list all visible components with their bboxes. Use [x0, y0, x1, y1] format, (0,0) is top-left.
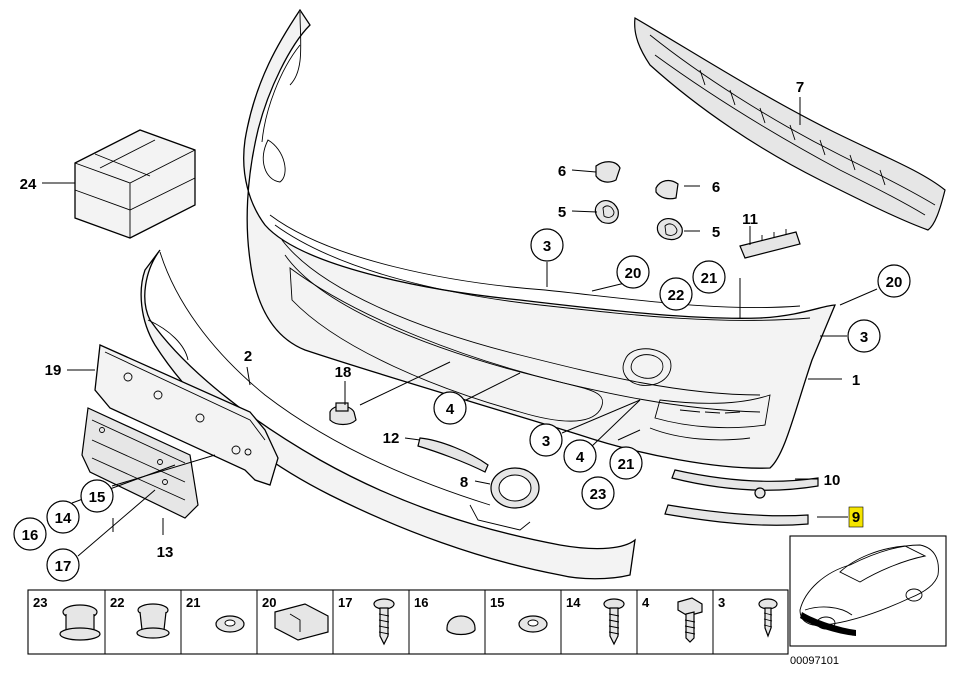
callout-4b: 4	[576, 449, 585, 466]
callout-17: 17	[55, 558, 72, 575]
callout-19: 19	[45, 362, 62, 379]
washer-small-icon	[518, 615, 548, 633]
clip-nut-icon	[274, 603, 329, 641]
callout-1: 1	[852, 372, 860, 389]
diagram-code: 00097101	[790, 655, 839, 667]
callout-21a: 21	[701, 270, 718, 287]
gasket-part-b[interactable]	[656, 218, 683, 241]
cap-icon	[446, 615, 476, 636]
trim-strip-part-10[interactable]	[671, 469, 819, 499]
strip-label-15: 15	[490, 595, 504, 610]
washer-icon	[215, 615, 245, 633]
grommet-large-icon	[59, 604, 101, 641]
gasket-part-a[interactable]	[594, 200, 619, 224]
strip-label-21: 21	[186, 595, 200, 610]
screw-short-icon	[758, 598, 778, 638]
grommet-small-icon	[136, 603, 170, 639]
hex-bolt-icon	[677, 597, 703, 643]
callout-5b: 5	[712, 224, 720, 241]
screw-long-icon	[373, 598, 395, 646]
license-plate-holder-part[interactable]	[81, 407, 199, 519]
callout-22: 22	[668, 287, 685, 304]
strip-label-3: 3	[718, 595, 725, 610]
callout-10: 10	[824, 472, 841, 489]
strip-label-23: 23	[33, 595, 47, 610]
trim-strip-part-12[interactable]	[417, 437, 489, 473]
callout-24: 24	[20, 176, 37, 193]
callout-3a: 3	[543, 238, 551, 255]
callout-2: 2	[244, 348, 252, 365]
repair-kit-box-part[interactable]	[74, 129, 196, 239]
callout-5a: 5	[558, 204, 566, 221]
callout-3c: 3	[542, 433, 550, 450]
strip-label-22: 22	[110, 595, 124, 610]
callout-6a: 6	[558, 163, 566, 180]
callout-18: 18	[335, 364, 352, 381]
fog-lamp-ring-part[interactable]	[490, 467, 540, 509]
callout-20b: 20	[886, 274, 903, 291]
bumper-cover-part[interactable]	[243, 8, 836, 469]
strip-label-17: 17	[338, 595, 352, 610]
callout-9: 9	[852, 509, 860, 526]
cover-cap-part-a[interactable]	[595, 161, 621, 183]
callout-16: 16	[22, 527, 39, 544]
callout-6b: 6	[712, 179, 720, 196]
callout-20a: 20	[625, 265, 642, 282]
bracket-part[interactable]	[739, 229, 801, 259]
callout-21b: 21	[618, 456, 635, 473]
callout-13: 13	[157, 544, 174, 561]
fastener-strip: 23 22 21 20 17 16 15 14 4 3	[27, 589, 789, 655]
callout-23: 23	[590, 486, 607, 503]
car-thumbnail-icon	[789, 535, 947, 647]
callout-15: 15	[89, 489, 106, 506]
cover-cap-part-b[interactable]	[655, 179, 679, 200]
strip-label-20: 20	[262, 595, 276, 610]
leader-lines	[42, 97, 878, 557]
callout-11: 11	[742, 211, 758, 228]
trim-strip-part-9[interactable]	[664, 504, 809, 526]
callout-3b: 3	[860, 329, 868, 346]
screw-medium-icon	[603, 598, 625, 646]
callout-12: 12	[383, 430, 400, 447]
expanding-rivet-part[interactable]	[329, 402, 357, 426]
strip-label-16: 16	[414, 595, 428, 610]
callout-14: 14	[55, 510, 72, 527]
impact-absorber-part[interactable]	[634, 17, 946, 231]
license-plate-base-part[interactable]	[94, 344, 279, 486]
callout-8: 8	[460, 474, 468, 491]
callout-4a: 4	[446, 401, 455, 418]
circled-callouts: 3 20 21 22 20 3 4 3 4 21 23 15 14 16 17	[13, 228, 911, 582]
strip-label-14: 14	[566, 595, 581, 610]
callout-9-highlight	[848, 506, 864, 528]
callout-7: 7	[796, 79, 804, 96]
strip-label-4: 4	[642, 595, 650, 610]
